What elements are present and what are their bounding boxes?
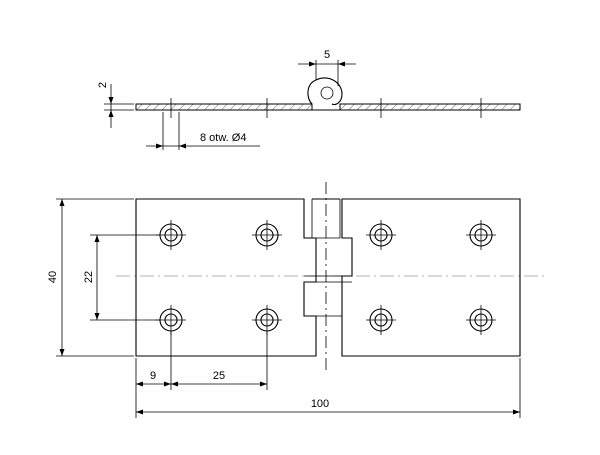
hole-right-bottom-1 [366, 305, 396, 335]
hole-left-bottom-2 [252, 305, 282, 335]
dim-hole-vertical: 22 [83, 234, 160, 321]
hole-right-top-2 [466, 220, 496, 250]
side-view-left-leaf [135, 103, 313, 111]
side-view-right-leaf [339, 103, 521, 111]
hole-left-top-1 [156, 220, 186, 250]
side-view-knuckle [307, 77, 343, 106]
dim-height: 40 [47, 198, 134, 357]
dim-holes-callout-label: 8 otw. Ø4 [200, 132, 246, 144]
dim-hole-vertical-label: 22 [83, 271, 95, 283]
dim-thickness-label: 2 [97, 82, 109, 88]
hole-right-top-1 [366, 220, 396, 250]
dim-knuckle: 5 [298, 49, 356, 86]
holes [156, 220, 496, 335]
knuckle-segments [303, 199, 352, 356]
dim-total-length: 100 [135, 358, 521, 418]
side-view: 2 5 8 otw. Ø4 [97, 49, 521, 150]
right-leaf [341, 198, 521, 357]
front-view: 40 22 9 25 [47, 182, 545, 418]
dim-height-label: 40 [47, 271, 59, 283]
hole-left-bottom-1 [156, 305, 186, 335]
dim-hole-horizontal-label: 25 [213, 370, 225, 382]
dim-thickness: 2 [97, 82, 134, 128]
left-leaf [135, 198, 317, 357]
dim-total-length-label: 100 [311, 398, 329, 410]
side-view-pin [320, 86, 334, 100]
hole-right-bottom-2 [466, 305, 496, 335]
dim-horizontal-holes: 9 25 [135, 332, 268, 390]
dim-knuckle-label: 5 [324, 49, 330, 61]
dim-edge-to-hole-label: 9 [150, 370, 156, 382]
hole-left-top-2 [252, 220, 282, 250]
dim-holes-callout: 8 otw. Ø4 [146, 112, 260, 150]
